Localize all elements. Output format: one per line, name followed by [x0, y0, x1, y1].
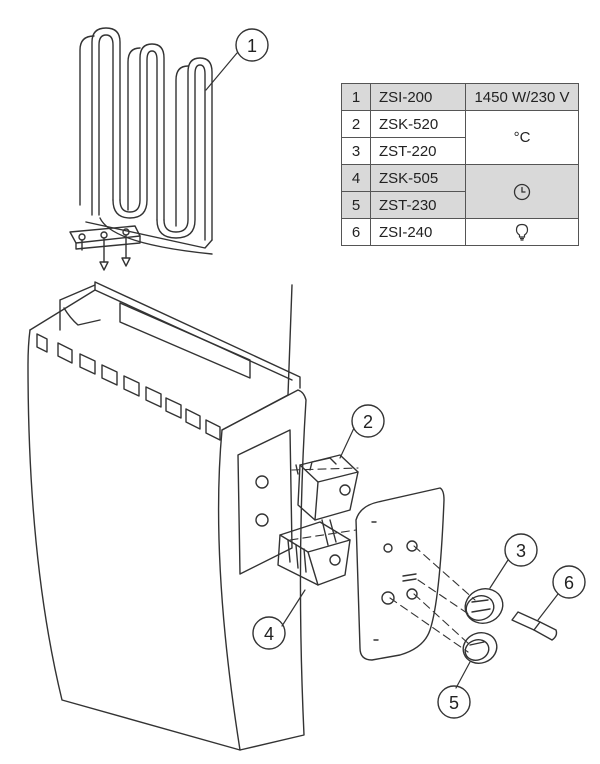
switch-assembly-parts-2-4 — [277, 454, 359, 586]
knob-part-3 — [464, 588, 504, 624]
heating-element-part-1 — [69, 27, 213, 271]
part-spec-timer — [465, 164, 579, 219]
front-control-panel — [355, 487, 445, 661]
table-row: 3 ZST-220 — [341, 137, 579, 165]
part-code: ZST-230 — [370, 191, 466, 219]
part-spec-lamp — [465, 218, 579, 246]
part-number: 3 — [341, 137, 371, 165]
table-row: 5 ZST-230 — [341, 191, 579, 219]
part-number: 1 — [341, 83, 371, 111]
callout-circle-1 — [235, 28, 269, 62]
part-number: 6 — [341, 218, 371, 246]
callout-circle-4 — [252, 616, 286, 650]
callout-circle-3 — [504, 533, 538, 567]
clock-icon — [513, 183, 531, 200]
table-row: 6 ZSI-240 — [341, 218, 579, 246]
part-spec-power: 1450 W/230 V — [465, 83, 579, 111]
assembly-guide-lines — [289, 467, 476, 653]
part-code: ZSK-505 — [370, 164, 466, 192]
callout-circle-5 — [437, 685, 471, 719]
table-row: 4 ZSK-505 — [341, 164, 579, 219]
lightbulb-icon — [515, 223, 529, 241]
part-spec-temperature: °C — [465, 110, 579, 165]
callout-label-2: 2 — [363, 412, 373, 432]
part-code: ZSI-200 — [370, 83, 466, 111]
part-code: ZSK-520 — [370, 110, 466, 138]
callout-circle-2 — [351, 404, 385, 438]
callout-label-3: 3 — [516, 541, 526, 561]
callout-label-5: 5 — [449, 693, 459, 713]
part-number: 5 — [341, 191, 371, 219]
part-code: ZSI-240 — [370, 218, 466, 246]
callout-label-4: 4 — [264, 624, 274, 644]
part-number: 2 — [341, 110, 371, 138]
leader-lines — [205, 52, 559, 689]
part-code: ZST-220 — [370, 137, 466, 165]
table-row: 1 ZSI-200 1450 W/230 V — [341, 83, 579, 111]
parts-table: 1 ZSI-200 1450 W/230 V 2 ZSK-520 °C 3 ZS… — [341, 83, 579, 246]
knob-part-5 — [462, 632, 498, 664]
lamp-part-6 — [511, 611, 558, 641]
callout-label-6: 6 — [564, 573, 574, 593]
part-number: 4 — [341, 164, 371, 192]
callout-label-1: 1 — [247, 36, 257, 56]
table-row: 2 ZSK-520 °C — [341, 110, 579, 165]
heater-casing — [27, 281, 307, 751]
callout-circle-6 — [552, 565, 586, 599]
